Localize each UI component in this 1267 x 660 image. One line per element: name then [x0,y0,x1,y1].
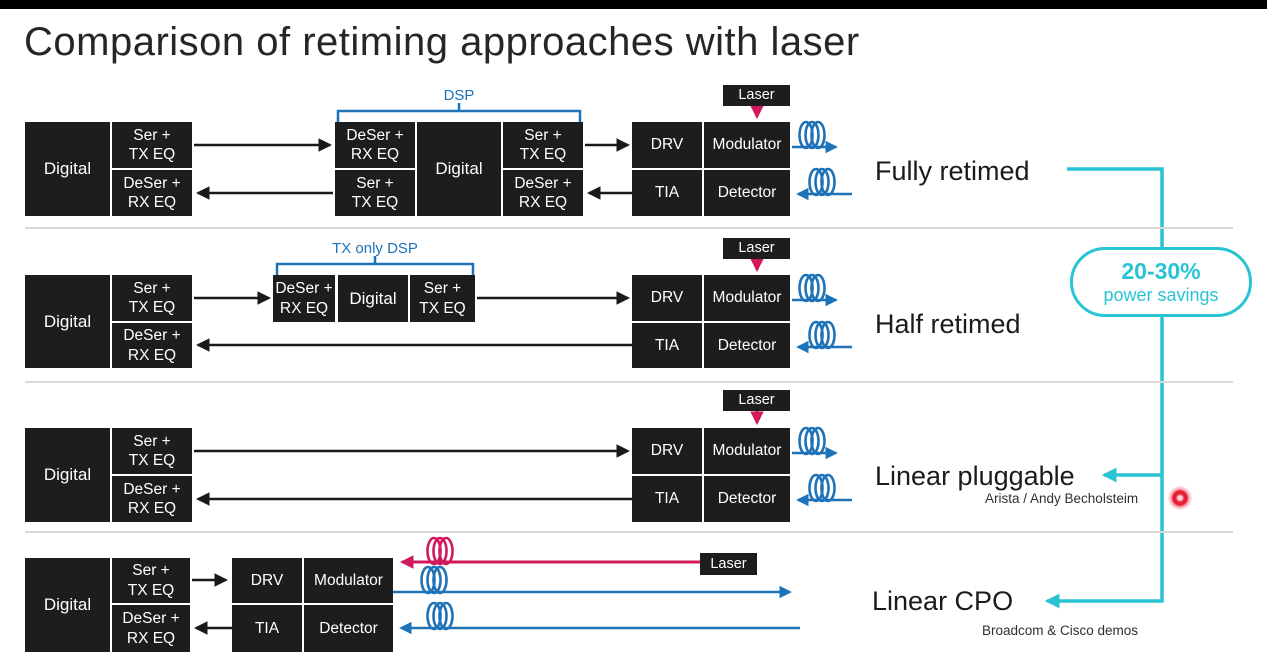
modulator-block: Modulator [304,558,393,603]
dsp-group-label: DSP [443,87,475,104]
digital-block: Digital [25,558,110,652]
tia-block: TIA [232,605,302,652]
fiber-lines [393,140,852,635]
fiber-coil-icon [426,536,454,566]
tia-block: TIA [632,170,702,216]
laser-block: Laser [723,238,790,259]
row-label-linear-cpo: Linear CPO [872,586,1014,616]
deser-rx-eq-block: DeSer + RX EQ [273,275,335,322]
power-savings-text: power savings [1103,284,1219,305]
digital-block: Digital [25,275,110,368]
ser-tx-eq-block: Ser + TX EQ [410,275,475,322]
power-savings-badge: 20-30% power savings [1070,247,1252,317]
deser-rx-eq-block: DeSer + RX EQ [112,605,190,652]
digital-block: Digital [417,122,501,216]
laser-pointer-dot [1168,486,1192,510]
laser-block: Laser [723,390,790,411]
deser-rx-eq-block: DeSer + RX EQ [112,476,192,522]
row-caption-broadcom: Broadcom & Cisco demos [982,623,1139,638]
ser-tx-eq-block: Ser + TX EQ [503,122,583,168]
digital-block: Digital [25,428,110,522]
power-savings-value: 20-30% [1121,258,1201,285]
deser-rx-eq-block: DeSer + RX EQ [335,122,415,168]
tia-block: TIA [632,476,702,522]
row-label-fully-retimed: Fully retimed [875,156,1030,186]
drv-block: DRV [632,428,702,474]
deser-rx-eq-block: DeSer + RX EQ [503,170,583,216]
drv-block: DRV [232,558,302,603]
row-label-half-retimed: Half retimed [875,309,1021,339]
detector-block: Detector [704,476,790,522]
separator [25,227,1233,229]
ser-tx-eq-block: Ser + TX EQ [335,170,415,216]
fiber-coil-icon [426,601,454,631]
separator [25,531,1233,533]
laser-block: Laser [723,85,790,106]
digital-block: Digital [25,122,110,216]
fiber-coil-icon [420,565,448,595]
deser-rx-eq-block: DeSer + RX EQ [112,323,192,368]
fiber-coil-icon [808,320,836,350]
detector-block: Detector [704,170,790,216]
fiber-coil-icon [808,167,836,197]
detector-block: Detector [704,323,790,368]
row-caption-arista: Arista / Andy Becholsteim [985,491,1139,506]
savings-connectors [1044,167,1164,609]
fiber-coil-icon [798,120,826,150]
electrical-arrows [192,138,632,635]
fiber-coil-icon [798,273,826,303]
fiber-coil-icon [808,473,836,503]
detector-block: Detector [304,605,393,652]
ser-tx-eq-block: Ser + TX EQ [112,558,190,603]
deser-rx-eq-block: DeSer + RX EQ [112,170,192,216]
modulator-block: Modulator [704,122,790,168]
slide-title: Comparison of retiming approaches with l… [24,20,860,64]
modulator-block: Modulator [704,428,790,474]
drv-block: DRV [632,275,702,321]
ser-tx-eq-block: Ser + TX EQ [112,275,192,321]
top-black-bar [0,0,1267,9]
modulator-block: Modulator [704,275,790,321]
ser-tx-eq-block: Ser + TX EQ [112,428,192,474]
row-label-linear-pluggable: Linear pluggable [875,461,1075,491]
ser-tx-eq-block: Ser + TX EQ [112,122,192,168]
separator [25,381,1233,383]
laser-block: Laser [700,553,757,575]
fiber-coil-icon [798,426,826,456]
digital-block: Digital [338,275,408,322]
tx-only-dsp-group-label: TX only DSP [332,240,418,257]
tia-block: TIA [632,323,702,368]
drv-block: DRV [632,122,702,168]
